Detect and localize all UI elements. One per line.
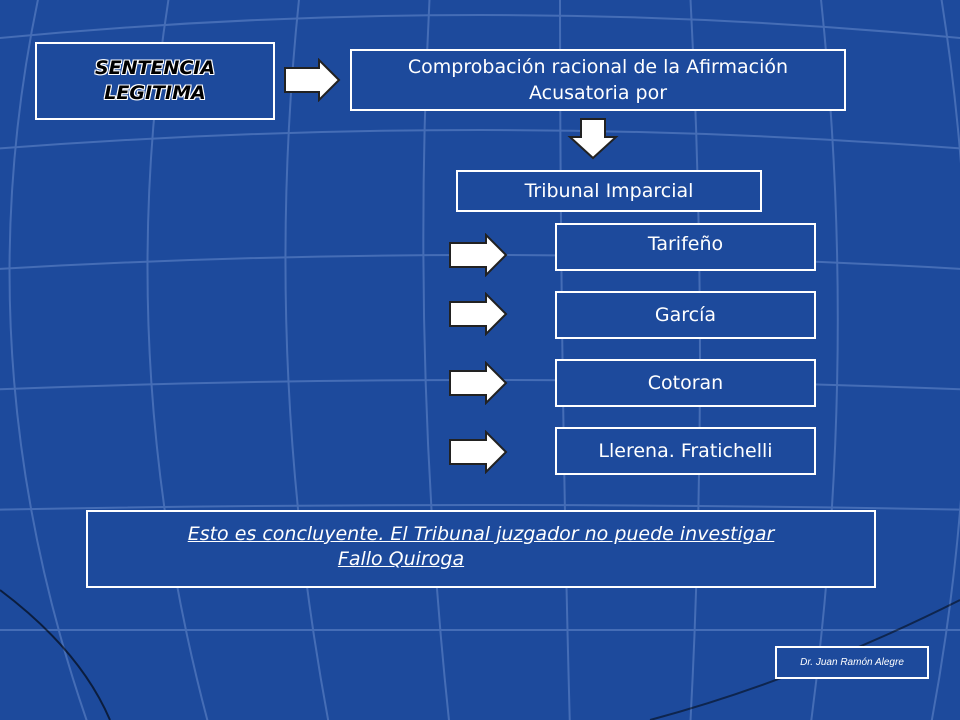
conclusion-line1: Esto es concluyente. El Tribunal juzgado… bbox=[187, 523, 775, 545]
case-box-llerena-fratichelli: Llerena. Fratichelli bbox=[555, 427, 816, 475]
tribunal-label: Tribunal Imparcial bbox=[524, 180, 694, 202]
sentencia-legitima-box: SENTENCIA LEGITIMA bbox=[35, 42, 275, 120]
case-box-cotoran: Cotoran bbox=[555, 359, 816, 407]
arrow-right-icon bbox=[449, 430, 508, 474]
arrow-right-icon bbox=[449, 292, 508, 336]
case-label: Llerena. Fratichelli bbox=[598, 440, 773, 462]
comprobacion-line1: Comprobación racional de la Afirmación bbox=[407, 56, 789, 78]
case-label: García bbox=[654, 304, 717, 326]
title-line1: SENTENCIA bbox=[94, 57, 216, 79]
arrow-down-icon bbox=[567, 118, 619, 160]
author-box: Dr. Juan Ramón Alegre bbox=[775, 646, 929, 679]
arrow-right-icon bbox=[449, 233, 508, 277]
comprobacion-box: Comprobación racional de la Afirmación A… bbox=[350, 49, 846, 111]
conclusion-line2: Fallo Quiroga bbox=[337, 548, 465, 570]
arrow-right-icon bbox=[284, 58, 341, 102]
case-label: Cotoran bbox=[647, 372, 724, 394]
comprobacion-line2: Acusatoria por bbox=[528, 82, 668, 104]
title-line2: LEGITIMA bbox=[104, 82, 206, 104]
arrow-right-icon bbox=[449, 361, 508, 405]
author-label: Dr. Juan Ramón Alegre bbox=[800, 657, 904, 668]
case-label: Tarifeño bbox=[647, 233, 724, 255]
case-box-garcia: García bbox=[555, 291, 816, 339]
conclusion-box: Esto es concluyente. El Tribunal juzgado… bbox=[86, 510, 876, 588]
case-box-tarifeno: Tarifeño bbox=[555, 223, 816, 271]
tribunal-imparcial-box: Tribunal Imparcial bbox=[456, 170, 762, 212]
